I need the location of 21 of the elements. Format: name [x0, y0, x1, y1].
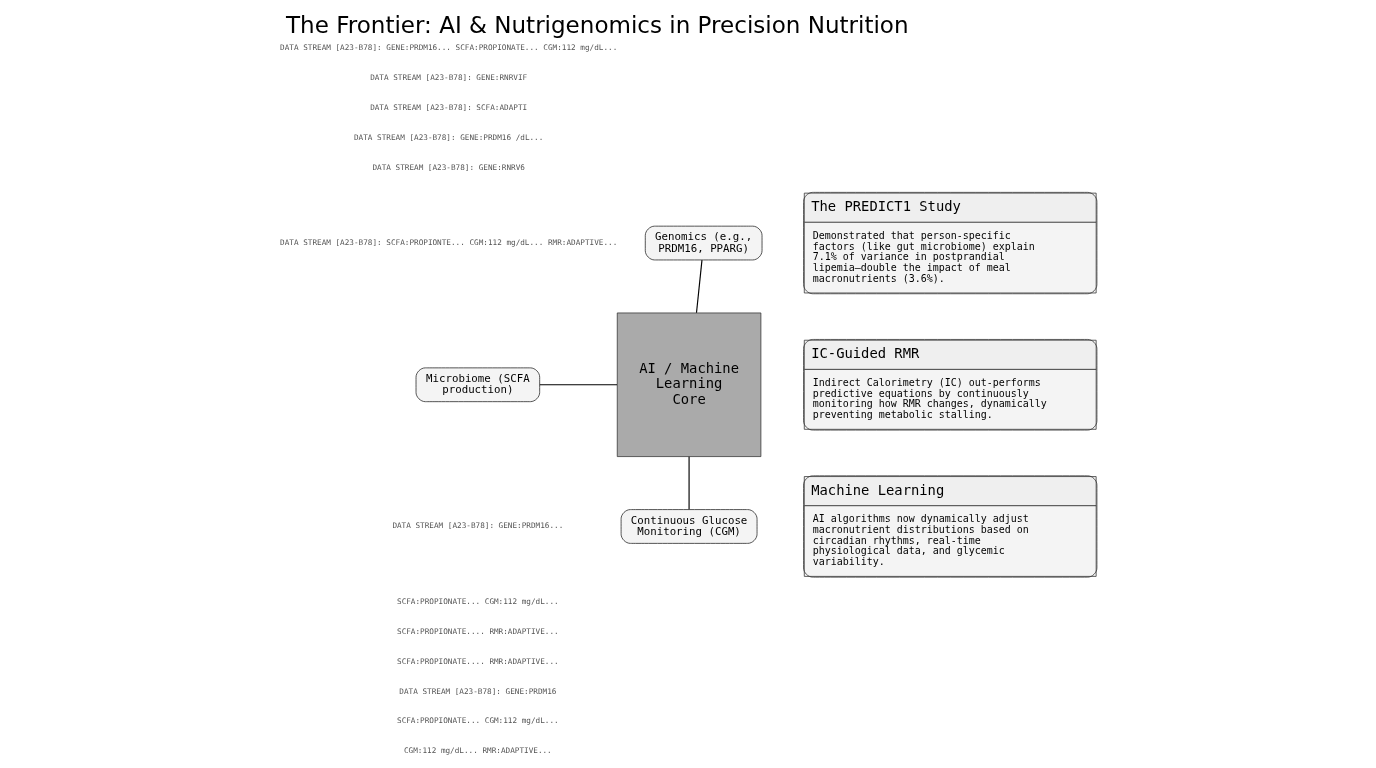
label: DATA STREAM [A23-B78]: GENE:PRDM16: [398, 686, 556, 696]
label: CGM:112 mg/dL... RMR:ADAPTIVE...: [403, 746, 552, 756]
label: DATA STREAM [A23-B78]: GENE:PRDM16... SCFA:PROPIONATE... CGM:112 mg/dL...: [279, 42, 617, 52]
node-box: Microbiome (SCFA production): [415, 367, 540, 403]
label: SCFA:PROPIONATE... CGM:112 mg/dL...: [396, 716, 559, 726]
label: DATA STREAM [A23-B78]: SCFA:PROPIONTE... CGM:112 mg/dL... RMR:ADAPTIVE...: [279, 237, 617, 247]
connector: [688, 456, 690, 510]
label: DATA STREAM [A23-B78]: GENE:PRDM16...: [391, 521, 563, 531]
label: DATA STREAM [A23-B78]: GENE:PRDM16 /dL...: [353, 132, 543, 142]
label: DATA STREAM [A23-B78]: GENE:RNRVIF: [369, 72, 527, 82]
connector: [538, 384, 618, 386]
label: SCFA:PROPIONATE.... RMR:ADAPTIVE...: [396, 656, 559, 666]
label: SCFA:PROPIONATE... CGM:112 mg/dL...: [396, 596, 559, 606]
node-box: AI / Machine Learning Core: [616, 312, 761, 457]
label: SCFA:PROPIONATE.... RMR:ADAPTIVE...: [396, 626, 559, 636]
node-box: Continuous Glucose Monitoring (CGM): [620, 509, 757, 544]
diagram-title: The Frontier: AI & Nutrigenomics in Precision Nutrition: [285, 11, 909, 38]
node-box: Genomics (e.g., PRDM16, PPARG): [644, 225, 762, 261]
label: DATA STREAM [A23-B78]: SCFA:ADAPTI: [369, 102, 527, 112]
connector: [695, 259, 703, 314]
label: DATA STREAM [A23-B78]: GENE:RNRV6: [371, 162, 525, 172]
